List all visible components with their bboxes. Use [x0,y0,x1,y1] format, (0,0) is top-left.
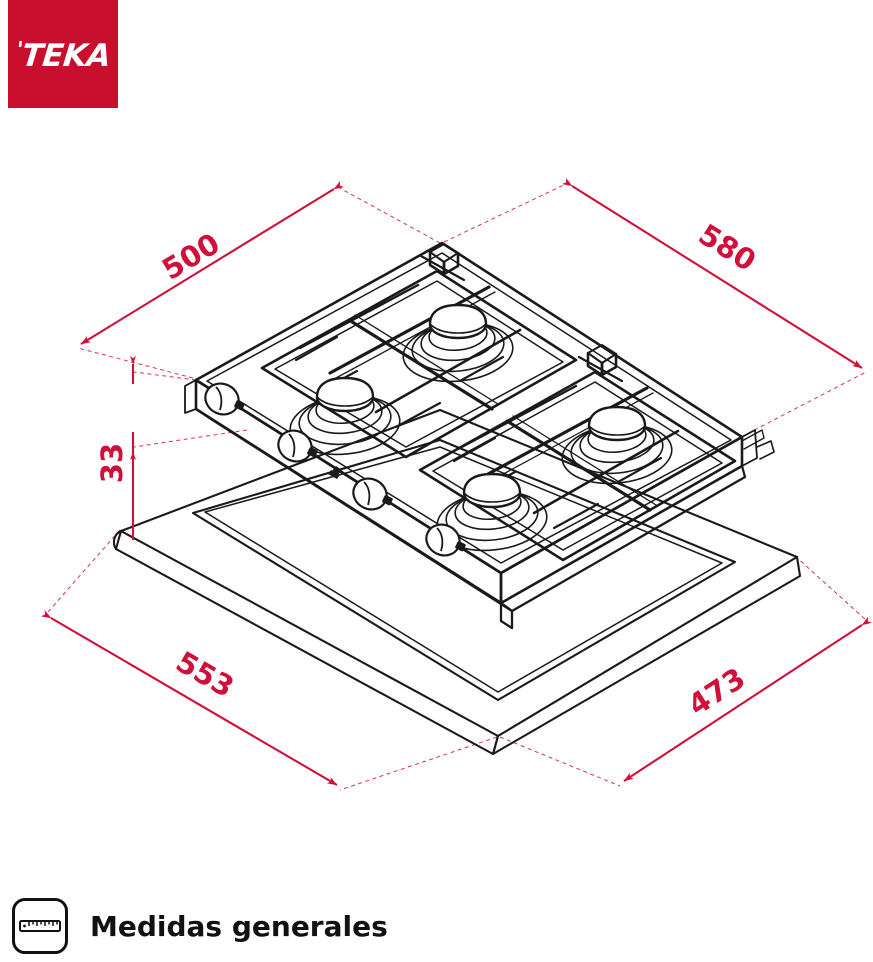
brand-logo-block: 'TEKA [8,0,118,108]
extension-lines [47,181,867,791]
dimension-580 [562,177,863,369]
control-knob-2[interactable] [273,425,318,467]
control-knob-1[interactable] [200,378,245,420]
ruler-icon [12,898,68,954]
dimension-553-label: 553 [170,644,239,704]
dimension-33-label: 33 [95,443,129,483]
dimension-473-label: 473 [682,661,751,722]
burner-left [289,376,401,456]
caption-label: Medidas generales [90,909,388,943]
control-knob-4[interactable] [421,519,466,561]
fascia-badge-mark [328,466,342,479]
burner-rear [402,303,514,383]
burner-right [561,405,673,485]
control-knob-3[interactable] [348,473,393,515]
dimension-553 [40,610,338,786]
burner-front [436,472,548,552]
caption-row: Medidas generales [12,893,388,959]
ruler-icon-glyph [19,920,61,932]
dimension-500 [80,180,344,345]
dimension-473 [623,616,872,782]
pan-support-left [260,243,578,459]
